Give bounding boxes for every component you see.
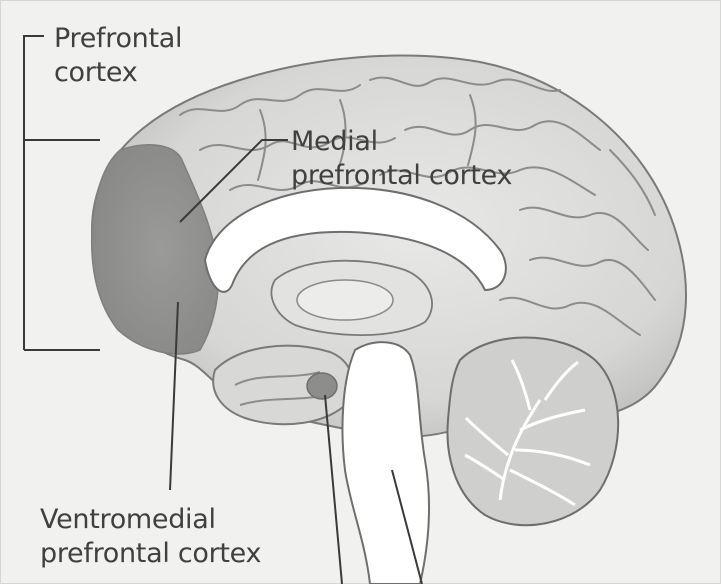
ventromedial-prefrontal-cortex-label-line2: prefrontal cortex (40, 537, 261, 571)
medial-prefrontal-cortex-label: Medial prefrontal cortex (291, 125, 512, 193)
prefrontal-cortex-label: Prefrontal cortex (54, 22, 182, 90)
prefrontal-cortex-label-line1: Prefrontal (54, 22, 182, 56)
cerebellum (447, 338, 618, 526)
ventromedial-prefrontal-cortex-label: Ventromedial prefrontal cortex (40, 503, 261, 571)
medial-prefrontal-cortex-label-line1: Medial (291, 125, 512, 159)
amygdala-spot (307, 373, 337, 399)
medial-prefrontal-cortex-label-line2: prefrontal cortex (291, 159, 512, 193)
ventromedial-prefrontal-cortex-label-line1: Ventromedial (40, 503, 261, 537)
brainstem (342, 342, 429, 584)
prefrontal-cortex-label-line2: cortex (54, 56, 182, 90)
